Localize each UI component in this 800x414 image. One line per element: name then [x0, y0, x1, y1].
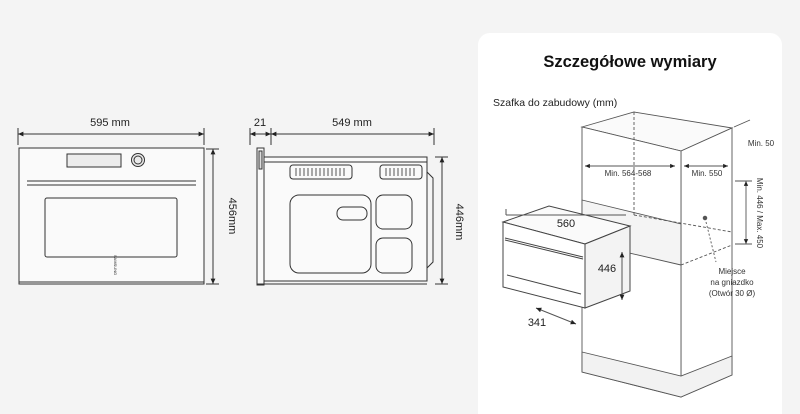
cabinet-diagram — [580, 111, 752, 398]
socket-label-3: (Otwór 30 Ø) — [709, 289, 756, 298]
front-view — [17, 128, 219, 285]
panel-title: Szczegółowe wymiary — [543, 53, 717, 71]
front-height-label: 456mm — [226, 198, 238, 235]
socket-label-1: Miejsce — [718, 267, 746, 276]
side-panel-lower-right — [375, 237, 413, 274]
cabinet-width-label: Min. 550 — [692, 169, 723, 178]
oven-width-label: 560 — [557, 218, 575, 230]
side-body-outline — [263, 156, 428, 282]
side-panel-upper-right — [375, 194, 413, 230]
top-vent-right — [379, 164, 423, 180]
top-vent-left — [289, 164, 353, 180]
side-offset-label: 21 — [254, 117, 266, 129]
oven-perspective — [501, 205, 632, 325]
side-depth-label: 549 mm — [332, 117, 372, 129]
side-height-label: 446mm — [453, 204, 465, 241]
panel-subtitle: Szafka do zabudowy (mm) — [493, 97, 618, 109]
oven-front-outline — [18, 147, 205, 285]
opening-height-label: Min. 446 / Max. 450 — [755, 178, 764, 249]
side-panel-slot — [336, 206, 368, 221]
oven-door-window — [44, 197, 178, 258]
control-knob — [131, 153, 145, 167]
cabinet-base — [581, 351, 733, 398]
cabinet-depth-label: Min. 564-568 — [605, 169, 652, 178]
brand-logo: SAMSUNG — [113, 255, 118, 275]
side-view — [249, 128, 448, 286]
side-panel-large — [289, 194, 372, 274]
top-clearance-label: Min. 50 — [748, 139, 775, 148]
oven-height-label: 446 — [598, 263, 616, 275]
oven-depth-label: 341 — [528, 317, 546, 329]
socket-label-2: na gniazdko — [710, 278, 754, 287]
control-display — [66, 153, 122, 168]
front-width-label: 595 mm — [90, 117, 130, 129]
socket-hole — [702, 215, 708, 221]
